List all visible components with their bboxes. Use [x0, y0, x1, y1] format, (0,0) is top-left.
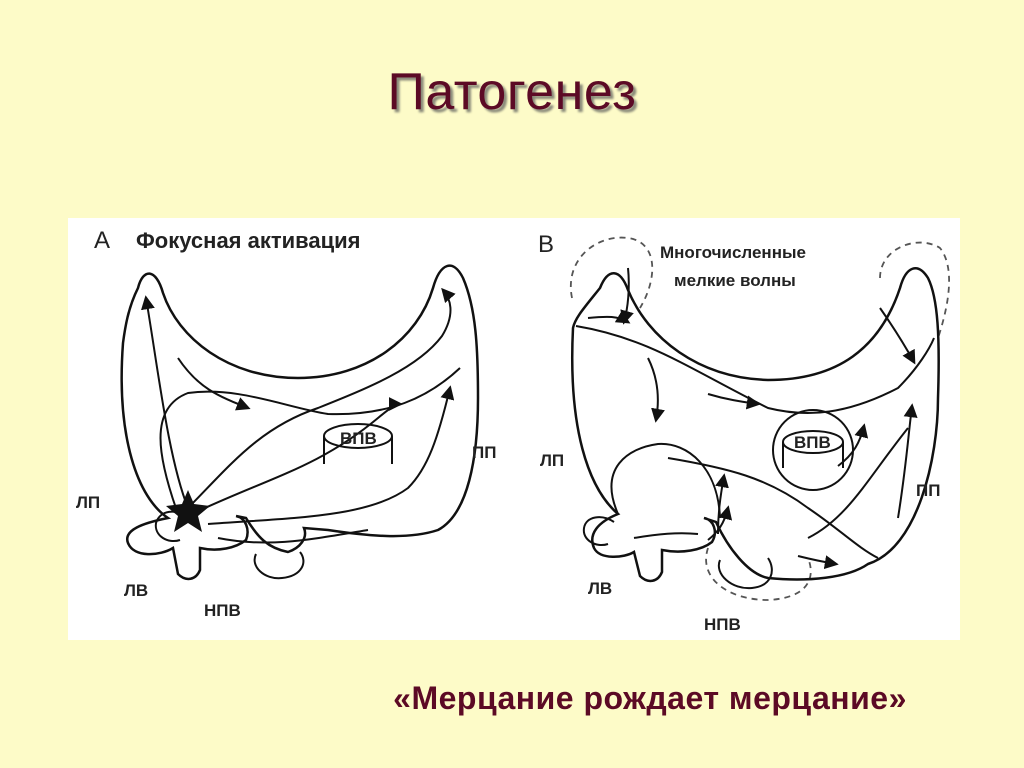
panel-b-heading-line2: мелкие волны: [674, 271, 796, 290]
panel-b-heading-line1: Многочисленные: [660, 243, 806, 262]
panel-a-atria-outline: [120, 264, 480, 581]
panel-b-ivc-bump: [717, 557, 773, 590]
panel-a-label-ivc: НПВ: [204, 601, 241, 620]
panel-b: В Многочисленные мелкие волны: [538, 231, 950, 634]
panel-a-label-la: ЛП: [76, 493, 100, 512]
panel-b-label-ra: ПП: [916, 481, 940, 500]
panel-a-ivc-bump: [253, 551, 305, 580]
panel-a-focus-star: [166, 490, 210, 532]
panel-b-pv-bump: [582, 516, 615, 546]
panel-b-label-pv: ЛВ: [588, 579, 612, 598]
panel-a-heading: Фокусная активация: [136, 228, 361, 253]
panel-a-label-pv: ЛВ: [124, 581, 148, 600]
panel-b-label-svc: ВПВ: [794, 433, 831, 452]
atrial-fibrillation-diagram: А Фокусная активация ВПВ ПП ЛП: [68, 218, 960, 640]
panel-b-wavelet-zone-right: [879, 241, 950, 339]
panel-a-label-ra: ПП: [472, 443, 496, 462]
slide-title: Патогенез: [387, 63, 637, 121]
panel-b-label-ivc: НПВ: [704, 615, 741, 634]
panel-a-letter: А: [94, 227, 110, 254]
diagram-svg: А Фокусная активация ВПВ ПП ЛП: [76, 227, 950, 634]
panel-b-letter: В: [538, 231, 554, 258]
panel-a: А Фокусная активация ВПВ ПП ЛП: [76, 227, 496, 620]
panel-b-atria-outline: [571, 267, 940, 583]
panel-a-label-svc: ВПВ: [340, 429, 377, 448]
panel-b-label-la: ЛП: [540, 451, 564, 470]
slide-caption: «Мерцание рождает мерцание»: [393, 680, 907, 716]
panel-b-wavelet-zone-bottom: [705, 547, 812, 601]
